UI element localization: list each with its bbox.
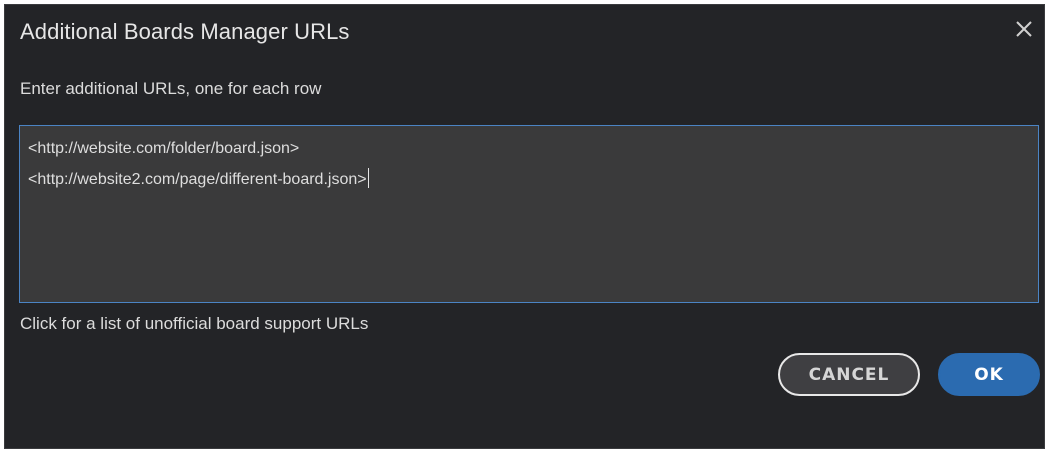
text-caret: [367, 168, 369, 188]
unofficial-urls-link[interactable]: Click for a list of unofficial board sup…: [20, 314, 369, 333]
cancel-button[interactable]: CANCEL: [778, 353, 920, 396]
url-line-1: <http://website.com/folder/board.json>: [28, 140, 300, 157]
instructions-label: Enter additional URLs, one for each row: [20, 79, 322, 98]
url-line-2: <http://website2.com/page/different-boar…: [28, 164, 1030, 195]
boards-manager-dialog: Additional Boards Manager URLs Enter add…: [4, 4, 1045, 449]
urls-textarea[interactable]: <http://website.com/folder/board.json> <…: [19, 125, 1039, 303]
ok-button[interactable]: OK: [938, 353, 1040, 396]
dialog-title: Additional Boards Manager URLs: [20, 19, 350, 44]
close-icon[interactable]: [1010, 15, 1038, 43]
